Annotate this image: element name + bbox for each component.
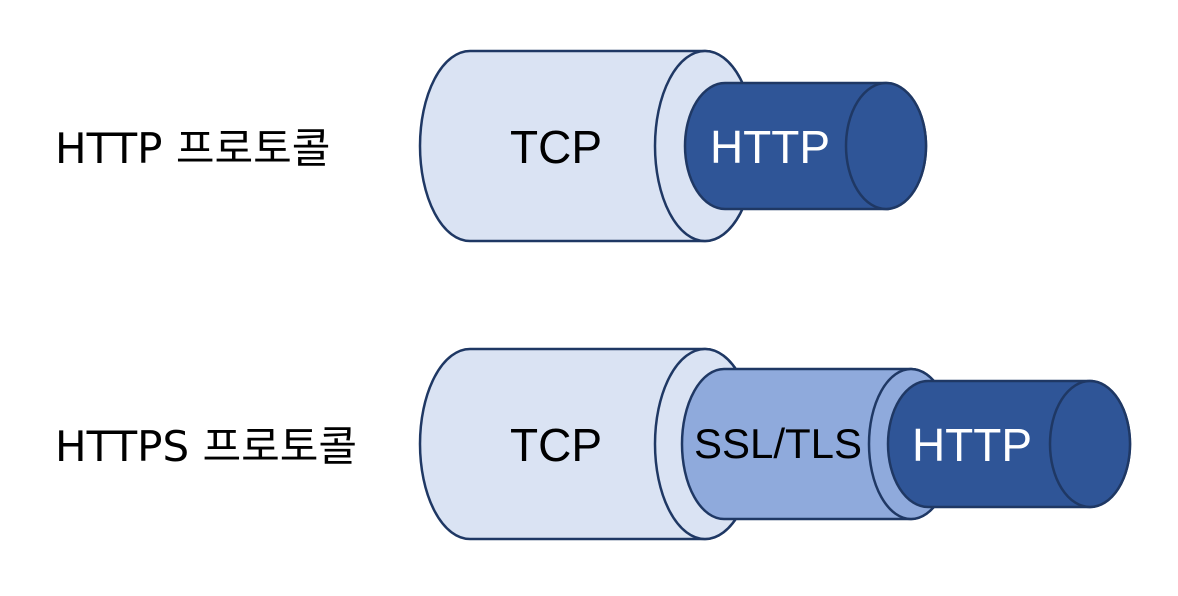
https-ssl-tls-label: SSL/TLS [694, 420, 862, 467]
https-http-label: HTTP [912, 419, 1032, 471]
https-http-cylinder: HTTP [886, 379, 1132, 509]
https-protocol-label: HTTPS 프로토콜 [55, 422, 357, 471]
http-protocol-label: HTTP 프로토콜 [55, 124, 330, 173]
http-http-cylinder-face [844, 81, 928, 211]
https-tcp-label: TCP [510, 419, 602, 471]
https-http-cylinder-face [1048, 379, 1132, 509]
http-protocol-row: HTTP 프로토콜 TCP HTTP [55, 49, 928, 243]
http-http-label: HTTP [710, 121, 830, 173]
http-tcp-label: TCP [510, 121, 602, 173]
https-protocol-row: HTTPS 프로토콜 TCP SSL/TLS HTTP [55, 347, 1132, 541]
http-http-cylinder: HTTP [683, 81, 928, 211]
